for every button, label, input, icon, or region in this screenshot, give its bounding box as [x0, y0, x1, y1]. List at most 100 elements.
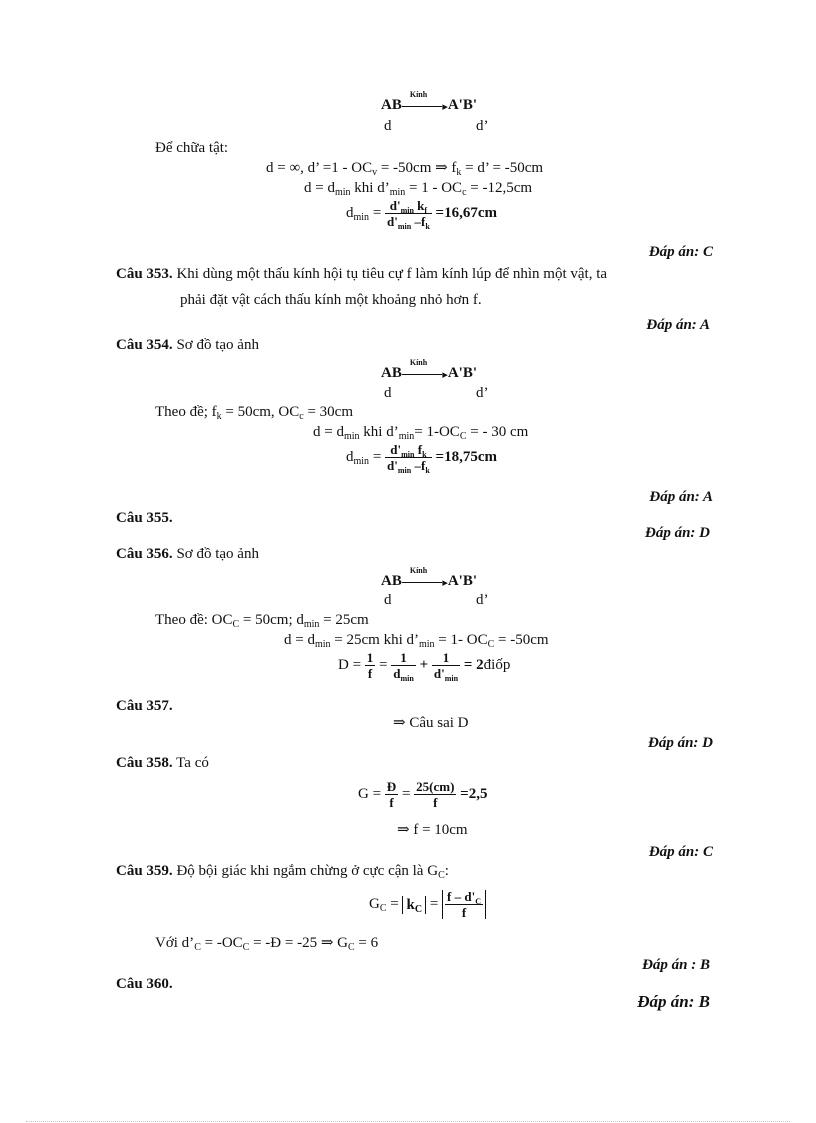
arrow-label: Kính [409, 89, 428, 99]
subscript: min [397, 466, 412, 475]
subscript: min [401, 450, 415, 459]
d-label: d [384, 118, 392, 134]
formula-lhs: dmin = [346, 449, 386, 467]
result-line: ⇒ f = 10cm [397, 822, 468, 838]
eq-text: = 50cm, OC [221, 404, 300, 420]
eq-text: f [414, 442, 423, 457]
subscript: C [475, 897, 481, 906]
formula-result: = 2 [463, 657, 484, 673]
eq-text: khi d’ [359, 424, 399, 440]
object-label: AB [381, 365, 402, 381]
subscript: min [389, 187, 406, 198]
subscript: min [353, 212, 370, 223]
dprime-label: d’ [476, 592, 489, 608]
eq-text: = 50cm; d [239, 612, 304, 628]
eq-text: = d’ = -50cm [461, 160, 544, 176]
plus-sign: + [419, 657, 429, 673]
eq-text: = 1 - OC [405, 180, 463, 196]
eq-text: = 30cm [303, 404, 354, 420]
eq-text: f – d' [447, 889, 476, 904]
formula-unit: điốp [483, 657, 511, 673]
eq-text: = -50cm [494, 632, 549, 648]
eq-text: = -50cm ⇒ f [377, 160, 457, 176]
subscript: k [216, 411, 222, 422]
numerator: 1 [391, 651, 416, 666]
denominator: f [461, 905, 467, 920]
answer-353: Đáp án: A [646, 317, 710, 333]
eq-text: = 1-OC [414, 424, 460, 440]
eq-text: d [346, 205, 354, 221]
subscript: k [456, 167, 462, 178]
answer-358: Đáp án: C [648, 844, 713, 860]
eq-text: d [346, 449, 354, 465]
eq-text: k [413, 198, 425, 213]
subscript: f [424, 206, 428, 215]
numerator: Đ [384, 779, 399, 795]
subscript: min [303, 619, 320, 630]
question-357-text: ⇒ Câu sai D [393, 715, 469, 731]
question-353-line2: phải đặt vật cách thấu kính một khoảng n… [180, 292, 482, 308]
fraction: d'min kf d'min –fk [385, 198, 432, 231]
eq-text: Theo đề; f [155, 404, 217, 420]
question-label: Câu 356. [116, 546, 173, 562]
eq-text: k [406, 896, 415, 913]
with-line: Với d’C = -OCC = -Đ = -25 ⇒ GC = 6 [155, 936, 378, 953]
numerator: 1 [431, 651, 461, 666]
answer-357: Đáp án: D [647, 735, 713, 751]
subscript: c [462, 187, 467, 198]
question-357-label: Câu 357. [116, 698, 173, 714]
formula-lhs: G = [358, 786, 385, 802]
eq-text: Theo đề: OC [155, 612, 233, 628]
eq-text: –f [411, 214, 426, 229]
subscript: C [232, 619, 240, 630]
eq-text: = [386, 896, 403, 912]
given-line: Theo đề; fk = 50cm, OCc = 30cm [155, 404, 354, 422]
question-359: Câu 359. Độ bội giác khi ngắm chừng ở cự… [116, 863, 449, 881]
subscript: min [397, 222, 412, 231]
eq-text: d' [387, 214, 398, 229]
subscript: C [194, 942, 201, 953]
subscript: c [299, 411, 304, 422]
eq-text: –f [411, 458, 426, 473]
subscript: C [414, 903, 423, 915]
question-text: Sơ đồ tạo ảnh [176, 546, 259, 562]
answer-355: Đáp án: D [644, 525, 710, 541]
formula-result: =16,67cm [435, 205, 497, 221]
answer-354: Đáp án: A [649, 489, 713, 505]
question-text: : [444, 863, 449, 879]
formula-dmin: dmin = d'min fk d'min –fk =18,75cm [346, 442, 497, 475]
question-356: Câu 356. Sơ đồ tạo ảnh [116, 547, 259, 562]
answer-360: Đáp án: B [637, 992, 710, 1011]
formula-lhs: dmin = [346, 205, 386, 223]
eq-text: d' [389, 198, 401, 213]
subscript: v [372, 167, 378, 178]
subscript: min [444, 674, 459, 683]
absolute-value-k: kC [402, 895, 427, 915]
question-text: Độ bội giác khi ngắm chừng ở cực cận là … [176, 863, 439, 879]
eq-text: d [393, 666, 401, 681]
image-label: A'B' [447, 573, 478, 589]
eq-text: = 1- OC [434, 632, 488, 648]
arrow-icon: Kính▸ [401, 566, 448, 589]
subscript: min [398, 431, 415, 442]
dprime-label: d’ [476, 385, 489, 401]
denominator: f [389, 795, 394, 810]
eq-text: d = d [304, 180, 335, 196]
arrow-label: Kính [409, 565, 428, 575]
eq-text: d = d [284, 632, 315, 648]
subscript: min [343, 431, 360, 442]
eq-text: = -12,5cm [466, 180, 533, 196]
equals-sign: = [379, 657, 388, 673]
formula-lhs: GC = [369, 896, 403, 914]
question-label: Câu 359. [116, 863, 173, 879]
question-354: Câu 354. Sơ đồ tạo ảnh [116, 338, 259, 353]
subscript: min [334, 187, 351, 198]
